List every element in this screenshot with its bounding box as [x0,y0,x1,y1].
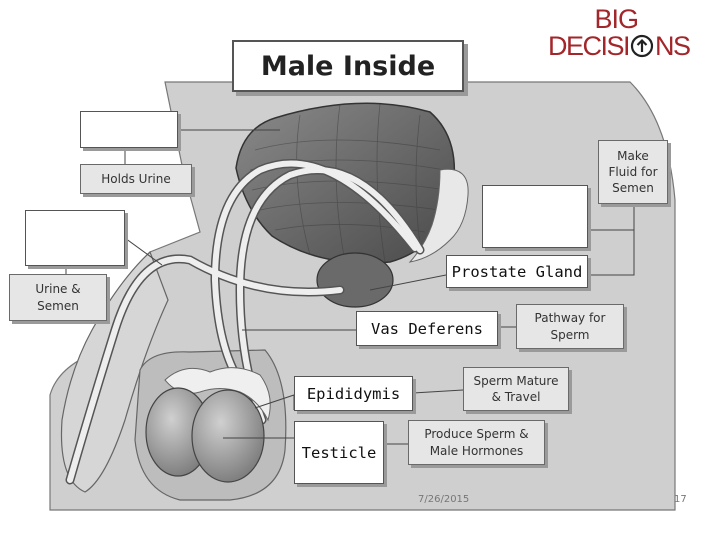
label-produce-sperm: Produce Sperm & Male Hormones [408,420,545,465]
label-testicle: Testicle [294,421,384,484]
testicle-right [192,390,264,482]
label-make-fluid: Make Fluid for Semen [598,140,668,204]
label-prostate-gland: Prostate Gland [446,255,588,288]
label-epididymis: Epididymis [294,376,413,411]
label-sperm-mature: Sperm Mature & Travel [463,367,569,411]
footer-date: 7/26/2015 [418,494,469,505]
prostate [317,253,393,307]
blank-label-seminal-vesicle [482,185,588,248]
label-urine-semen: Urine & Semen [9,274,107,321]
label-vas-deferens: Vas Deferens [356,311,498,346]
footer-page-number: 17 [674,494,687,505]
blank-label-bladder [80,111,178,148]
blank-label-urethra [25,210,125,266]
page-title: Male Inside [232,40,464,92]
label-pathway-sperm: Pathway for Sperm [516,304,624,349]
label-holds-urine: Holds Urine [80,164,192,194]
arrow-circle-icon [630,34,654,58]
logo-text-big: BIG [594,6,638,33]
